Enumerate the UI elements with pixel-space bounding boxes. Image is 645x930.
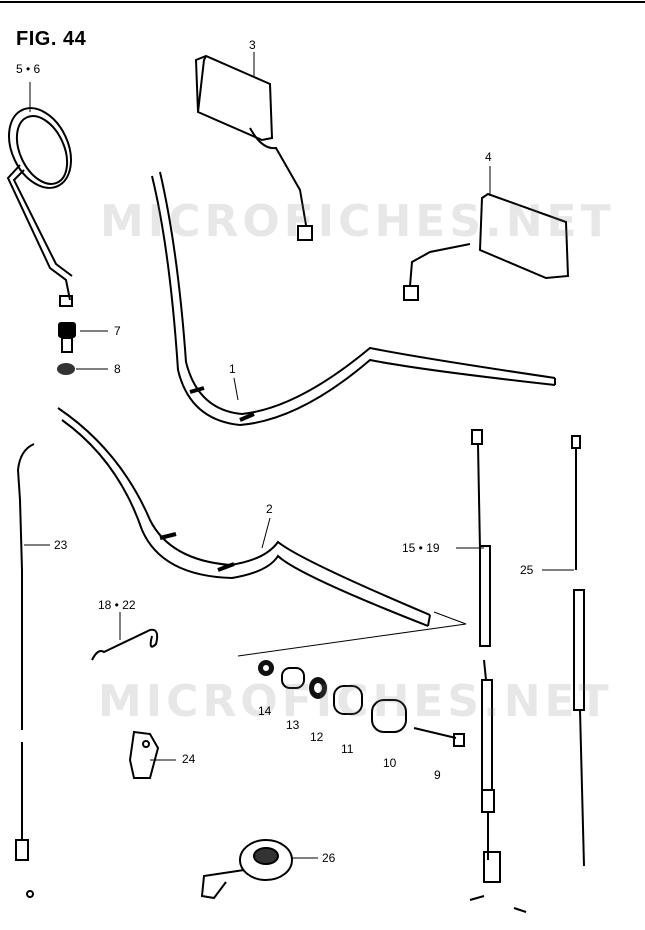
mirror-rect-3	[194, 54, 313, 241]
alignment-line	[237, 611, 467, 657]
part-10	[371, 699, 407, 733]
callout-23: 23	[54, 538, 68, 552]
handlebar-upper	[151, 171, 556, 427]
callout-14: 14	[258, 704, 272, 718]
figure-title: FIG. 44	[16, 28, 87, 50]
nut-8	[57, 363, 75, 375]
part-14	[258, 660, 274, 676]
mirror-rect-4	[403, 192, 570, 301]
screw-9	[413, 727, 465, 747]
leader-lines	[24, 52, 574, 859]
part-12	[309, 677, 327, 699]
callout-2: 2	[266, 502, 273, 516]
lever-26	[200, 839, 293, 900]
cable-15-19	[469, 429, 527, 913]
callout-1: 1	[229, 362, 236, 376]
callout-8: 8	[114, 362, 121, 376]
callout-12: 12	[310, 730, 324, 744]
callout-4: 4	[485, 150, 492, 164]
cable-23	[15, 443, 35, 898]
clamp-24	[128, 730, 160, 779]
watermark-lower: MICROFICHES.NET	[98, 676, 613, 727]
part-11	[333, 685, 363, 715]
callout-25: 25	[520, 563, 534, 577]
callout-18-22: 18 • 22	[98, 598, 136, 612]
part-13	[281, 667, 305, 689]
handlebar-lower	[57, 407, 431, 627]
adapter-7	[58, 322, 76, 353]
callout-5-6: 5 • 6	[16, 62, 41, 76]
callout-9: 9	[434, 768, 441, 782]
callout-15-19: 15 • 19	[402, 541, 440, 555]
callout-10: 10	[383, 756, 397, 770]
spring-clip	[91, 628, 159, 661]
callout-26: 26	[322, 851, 336, 865]
callout-13: 13	[286, 718, 300, 732]
watermark-upper: MICROFICHES.NET	[100, 196, 615, 247]
mirror-round	[6, 107, 73, 307]
cable-25	[571, 435, 585, 867]
callout-3: 3	[249, 38, 256, 52]
callout-7: 7	[114, 324, 121, 338]
callout-11: 11	[341, 742, 354, 756]
callout-24: 24	[182, 752, 196, 766]
